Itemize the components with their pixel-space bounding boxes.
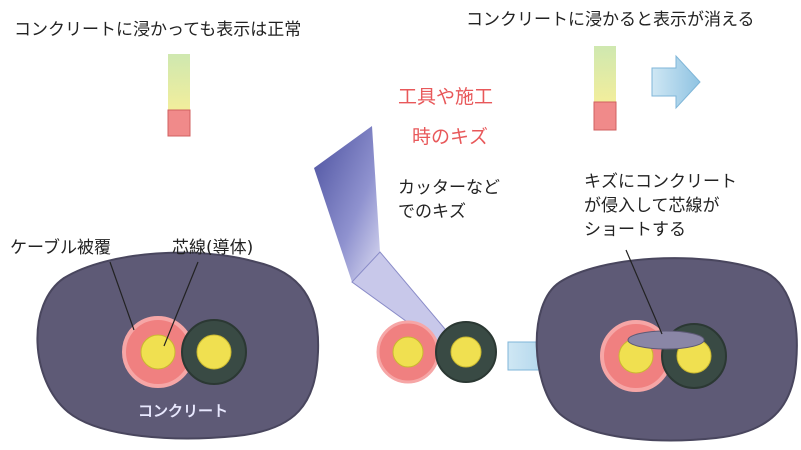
cutter-blade	[314, 126, 457, 351]
cable-left	[122, 316, 247, 388]
top-right-label: コンクリートに浸かると表示が消える	[466, 10, 755, 30]
sheath-label: ケーブル被覆	[10, 238, 111, 258]
indicator-faded-bar	[594, 46, 616, 102]
core-leader-line	[163, 261, 199, 347]
sheath-leader-line	[109, 261, 135, 331]
core-left-b	[196, 334, 232, 370]
cutter-label-line2: でのキズ	[398, 202, 466, 222]
tool-damage-label-line1: 工具や施工	[398, 86, 494, 108]
top-arrow-icon	[651, 54, 701, 110]
short-label-line2: が侵入して芯線が	[584, 196, 720, 216]
indicator-normal-red-segment	[167, 109, 191, 137]
short-leader-line	[625, 249, 663, 335]
cable-middle	[376, 320, 497, 384]
indicator-normal	[167, 54, 191, 137]
concrete-intrusion	[627, 330, 705, 350]
cutter-label-line1: カッターなど	[398, 178, 500, 198]
cutter-blade-upper	[314, 126, 380, 282]
tool-damage-label-line2: 時のキズ	[412, 126, 489, 148]
top-left-label: コンクリートに浸かっても表示は正常	[14, 20, 302, 40]
core-label: 芯線(導体)	[172, 238, 254, 258]
indicator-normal-bar	[168, 54, 190, 110]
indicator-faded	[593, 46, 617, 131]
core-middle-a	[392, 336, 424, 368]
indicator-faded-red-segment	[593, 101, 617, 131]
concrete-label: コンクリート	[138, 402, 229, 420]
core-left-a	[140, 334, 176, 370]
short-label-line3: ショートする	[584, 220, 686, 240]
core-middle-b	[450, 336, 482, 368]
short-label-line1: キズにコンクリート	[584, 172, 737, 192]
cable-right	[600, 320, 727, 392]
